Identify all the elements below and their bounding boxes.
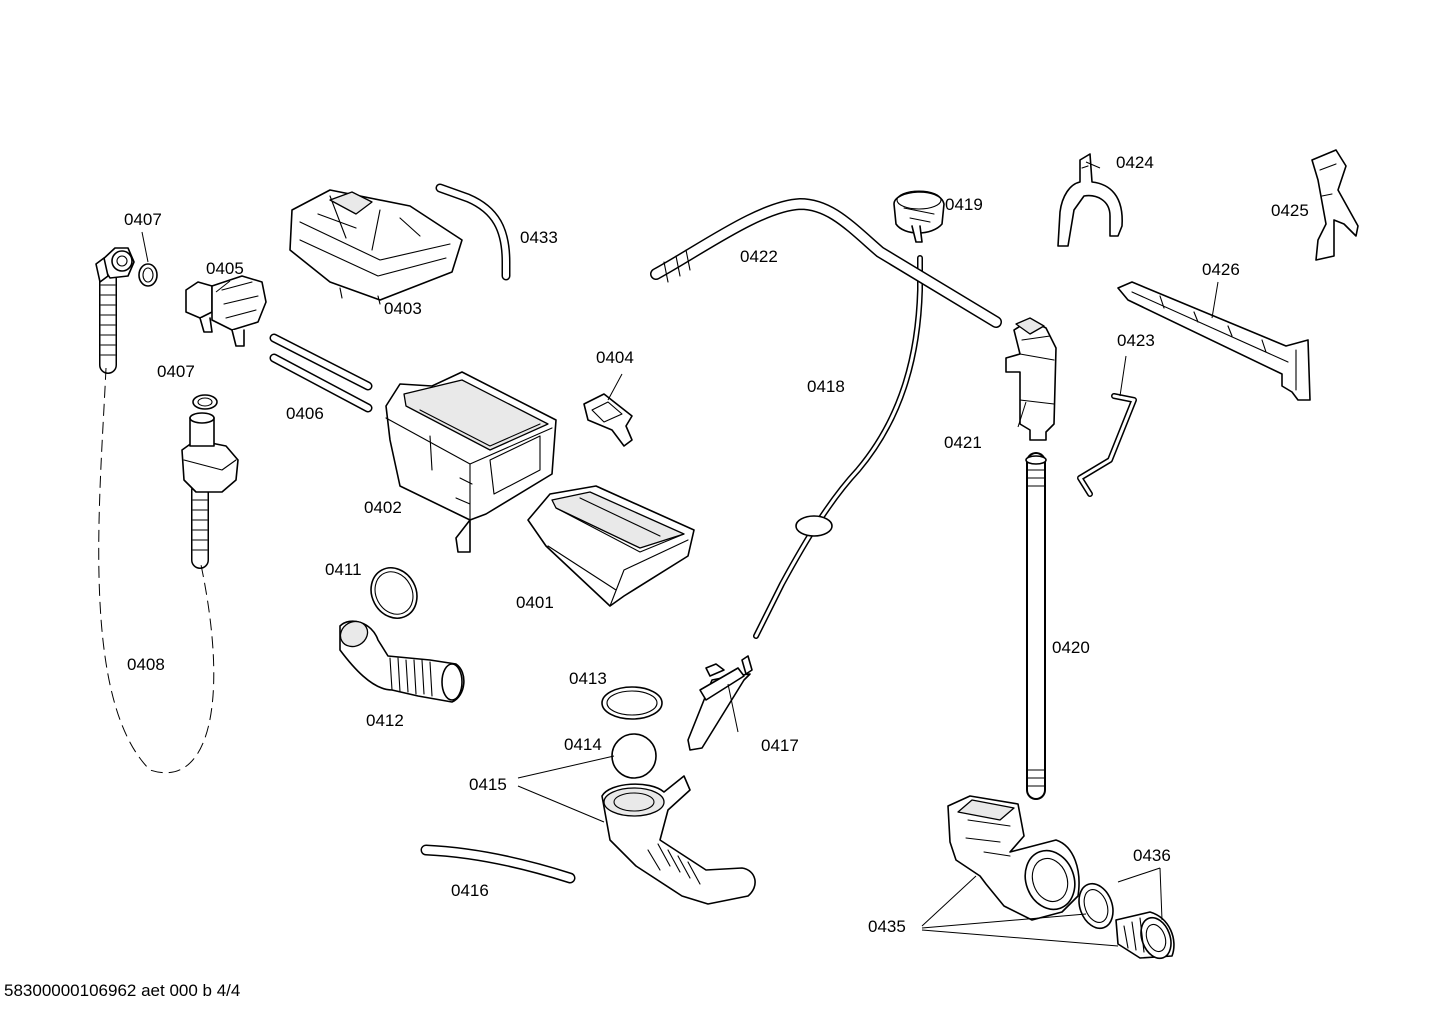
mounting-rail (1117, 281, 1311, 401)
air-chamber (1005, 317, 1057, 441)
label-0413: 0413 (569, 669, 607, 688)
inlet-hose-upper (95, 247, 135, 374)
vertical-drain-tube (1025, 452, 1047, 800)
inlet-hose-lower (181, 412, 239, 569)
pump-filter (1115, 911, 1175, 960)
label-0415: 0415 (469, 775, 507, 794)
label-0414: 0414 (564, 735, 602, 754)
label-0411: 0411 (325, 560, 362, 579)
label-0422: 0422 (740, 247, 778, 266)
label-0408: 0408 (127, 655, 165, 674)
valve-ball (611, 733, 657, 779)
label-0423: 0423 (1117, 331, 1155, 350)
label-0407-upper: 0407 (124, 210, 162, 229)
side-bracket (1311, 149, 1359, 261)
drain-seal-ring (601, 686, 663, 720)
pressure-switch (893, 190, 945, 243)
leader-lines (141, 161, 1219, 947)
pressure-tube (753, 255, 923, 639)
pump-seal-ring (1078, 882, 1114, 930)
label-0401: 0401 (516, 593, 554, 612)
label-0407-lower: 0407 (157, 362, 195, 381)
dispenser-housing (385, 371, 557, 553)
seal-ring-upper (138, 263, 158, 287)
label-0417: 0417 (761, 736, 799, 755)
seal-ring-lower (192, 394, 218, 410)
label-0419: 0419 (945, 195, 983, 214)
detergent-drawer (527, 485, 695, 607)
label-0416: 0416 (451, 881, 489, 900)
rods-pair (269, 333, 373, 413)
label-0405: 0405 (206, 259, 244, 278)
label-0421: 0421 (944, 433, 982, 452)
inlet-valve (185, 275, 267, 347)
label-0426: 0426 (1202, 260, 1240, 279)
drain-hose-small (420, 844, 576, 884)
label-0420: 0420 (1052, 638, 1090, 657)
bracket-rod (1077, 393, 1137, 497)
label-0403: 0403 (384, 299, 422, 318)
label-0402: 0402 (364, 498, 402, 517)
label-0425: 0425 (1271, 201, 1309, 220)
hose-connection-dashed (98, 367, 215, 774)
small-clip (583, 393, 633, 447)
bellows-hose (339, 620, 465, 703)
label-0424: 0424 (1116, 153, 1154, 172)
label-0436: 0436 (1133, 846, 1171, 865)
long-tube (650, 198, 1002, 328)
label-0418: 0418 (807, 377, 845, 396)
sump-hose (601, 775, 756, 905)
drain-pump (947, 795, 1080, 921)
small-bent-hose (435, 183, 511, 281)
label-0404: 0404 (596, 348, 634, 367)
document-reference-footer: 58300000106962 aet 000 b 4/4 (4, 981, 241, 1000)
label-0433: 0433 (520, 228, 558, 247)
dispenser-top-cover (289, 189, 463, 305)
fork-bracket (1057, 153, 1123, 247)
label-0406: 0406 (286, 404, 324, 423)
label-0435: 0435 (868, 917, 906, 936)
bellows-seal-ring (370, 567, 418, 619)
label-0412: 0412 (366, 711, 404, 730)
air-trap (687, 655, 753, 751)
